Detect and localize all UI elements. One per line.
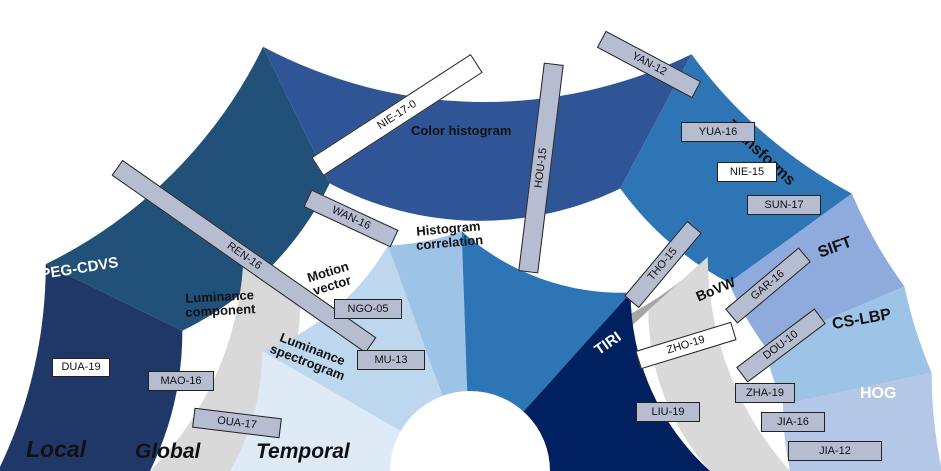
category-global: Global: [135, 440, 201, 463]
sector-sift: [728, 193, 905, 346]
reference-tag: ZHA-19: [735, 383, 795, 403]
reference-tag: LIU-19: [636, 402, 700, 422]
category-temporal: Temporal: [256, 440, 350, 463]
sector-tiri: [523, 292, 710, 471]
reference-tag: JIA-12: [788, 441, 882, 461]
segment-surf: SURF: [446, 7, 490, 24]
reference-tag: SUN-17: [747, 195, 821, 215]
sector-luminance-spectrogram: [230, 351, 401, 471]
reference-tag: MAO-16: [148, 371, 214, 391]
sector-cslbp: [764, 286, 932, 405]
segment-hog: HOG: [860, 385, 897, 402]
reference-tag: NGO-05: [334, 299, 402, 319]
reference-tag: JIA-16: [761, 412, 825, 432]
sector-optical-flow: [461, 231, 631, 412]
reference-tag: NIE-15: [717, 162, 777, 182]
reference-tag: YUA-16: [681, 122, 755, 142]
segment-color-histogram: Color histogram: [411, 123, 512, 138]
reference-tag: MU-13: [357, 350, 425, 370]
sector-histogram-correlation: [387, 231, 468, 396]
segment-luminance-component: Luminance component: [184, 287, 256, 320]
center-hole: [390, 391, 550, 471]
category-local: Local: [26, 436, 87, 462]
sector-surf: [263, 46, 692, 221]
reference-tag: DUA-19: [52, 358, 110, 377]
